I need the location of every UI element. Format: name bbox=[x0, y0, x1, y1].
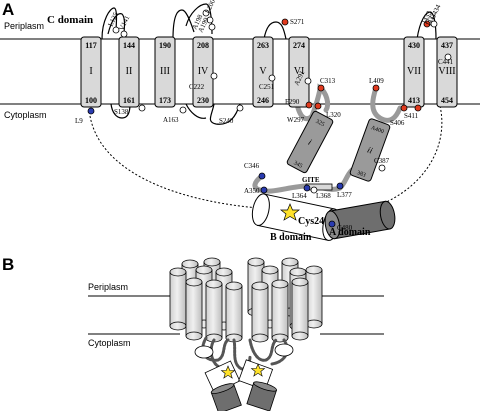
res-l320: L320 bbox=[326, 111, 341, 119]
helix-vii-label: VII bbox=[407, 66, 421, 77]
red-residues bbox=[281, 18, 431, 112]
cytoplasm-label-b: Cytoplasm bbox=[88, 338, 131, 348]
res-c251: C251 bbox=[259, 83, 275, 91]
res-a163: A163 bbox=[163, 116, 179, 124]
dimer-star-right-icon bbox=[250, 363, 266, 377]
cyto-helix-ii-bottom: 383 bbox=[356, 170, 367, 179]
dimer-a-domain-left bbox=[210, 383, 242, 411]
res-a350: A350 bbox=[244, 187, 260, 195]
res-c222: C222 bbox=[189, 83, 205, 91]
cyto-helix-ii: A400 ii 383 bbox=[349, 118, 391, 182]
res-l409: L409 bbox=[369, 77, 384, 85]
res-l9: L9 bbox=[75, 117, 83, 125]
res-c387: C387 bbox=[374, 157, 390, 165]
panel-a-letter: A bbox=[2, 0, 14, 19]
helix-v-bottom: 246 bbox=[257, 96, 269, 105]
res-s138: S138 bbox=[114, 108, 129, 116]
res-c441: C441 bbox=[438, 58, 454, 66]
res-s406: S406 bbox=[390, 119, 405, 127]
helix-i-top: 117 bbox=[85, 41, 97, 50]
helix-viii-top: 437 bbox=[441, 41, 453, 50]
panel-b-letter: B bbox=[2, 255, 14, 274]
blue-residues bbox=[87, 107, 344, 228]
helix-viii-label: VIII bbox=[438, 66, 455, 77]
helix-iii-bottom: 173 bbox=[159, 96, 171, 105]
helix-viii-bottom: 454 bbox=[441, 96, 453, 105]
helix-i-bottom: 100 bbox=[85, 96, 97, 105]
helix-vi-top: 274 bbox=[293, 41, 305, 50]
res-s240: S240 bbox=[219, 117, 234, 125]
helix-ii-label: II bbox=[126, 66, 133, 77]
dimer-blobs bbox=[194, 343, 294, 359]
cys24-label: Cys24 bbox=[298, 216, 324, 227]
res-v141: V141 bbox=[118, 14, 132, 32]
helix-vii-bottom: 413 bbox=[408, 96, 420, 105]
helix-v-top: 263 bbox=[257, 41, 269, 50]
c-domain-title: C domain bbox=[47, 14, 93, 26]
helix-i bbox=[80, 36, 102, 108]
helix-iv-top: 208 bbox=[197, 41, 209, 50]
b-domain-label: B domain bbox=[270, 232, 312, 243]
cyto-helix-ii-label: ii bbox=[366, 144, 375, 155]
helix-ii bbox=[118, 36, 140, 108]
tm-helices bbox=[80, 36, 458, 108]
res-s271: S271 bbox=[290, 18, 305, 26]
cyto-helix-i-bottom: 345 bbox=[292, 160, 303, 170]
helix-ii-bottom: 161 bbox=[123, 96, 135, 105]
res-c346: C346 bbox=[244, 162, 260, 170]
helix-iii-top: 190 bbox=[159, 41, 171, 50]
white-residues bbox=[112, 9, 452, 194]
res-l368: L368 bbox=[316, 192, 331, 200]
cyto-helix-i: 325 i 345 bbox=[286, 110, 334, 174]
res-w297: W297 bbox=[287, 116, 305, 124]
helix-vii-top: 430 bbox=[408, 41, 420, 50]
gite-label: GITE bbox=[302, 176, 320, 184]
helix-i-label: I bbox=[89, 66, 92, 77]
helix-v bbox=[252, 36, 274, 108]
cyto-helix-ii-top: A400 bbox=[370, 125, 385, 135]
cytoplasmic-loops bbox=[110, 103, 241, 125]
helix-viii bbox=[436, 36, 458, 108]
dimer-a-domain-right bbox=[246, 381, 278, 411]
periplasm-label-b: Periplasm bbox=[88, 282, 128, 292]
helix-ii-top: 144 bbox=[123, 41, 135, 50]
res-c313: C313 bbox=[320, 77, 336, 85]
helix-iv bbox=[192, 36, 214, 108]
res-l200: L200 bbox=[204, 0, 218, 15]
helix-vii bbox=[403, 36, 425, 108]
res-l377: L377 bbox=[337, 191, 352, 199]
helix-iii-label: III bbox=[160, 66, 170, 77]
res-f290: F290 bbox=[285, 98, 300, 106]
helix-iv-bottom: 230 bbox=[197, 96, 209, 105]
cys24-star-icon bbox=[280, 203, 300, 221]
cyto-helix-i-label: i bbox=[307, 137, 314, 147]
cytoplasm-label-a: Cytoplasm bbox=[4, 110, 47, 120]
res-s411: S411 bbox=[404, 112, 419, 120]
helix-iii bbox=[154, 36, 176, 108]
dimer-front-row bbox=[185, 277, 309, 343]
periplasm-label-a: Periplasm bbox=[4, 21, 44, 31]
helix-vi bbox=[288, 36, 310, 108]
helix-vi-label: VI bbox=[294, 66, 305, 77]
helix-v-label: V bbox=[259, 66, 267, 77]
helix-iv-label: IV bbox=[198, 66, 209, 77]
dimer-star-left-icon bbox=[220, 365, 236, 379]
res-c480: C480 bbox=[337, 224, 353, 232]
a-domain-label: A domain bbox=[329, 227, 371, 238]
periplasmic-loops bbox=[101, 3, 437, 40]
res-l364: L364 bbox=[292, 192, 307, 200]
cyto-helix-i-top: 325 bbox=[314, 119, 325, 129]
